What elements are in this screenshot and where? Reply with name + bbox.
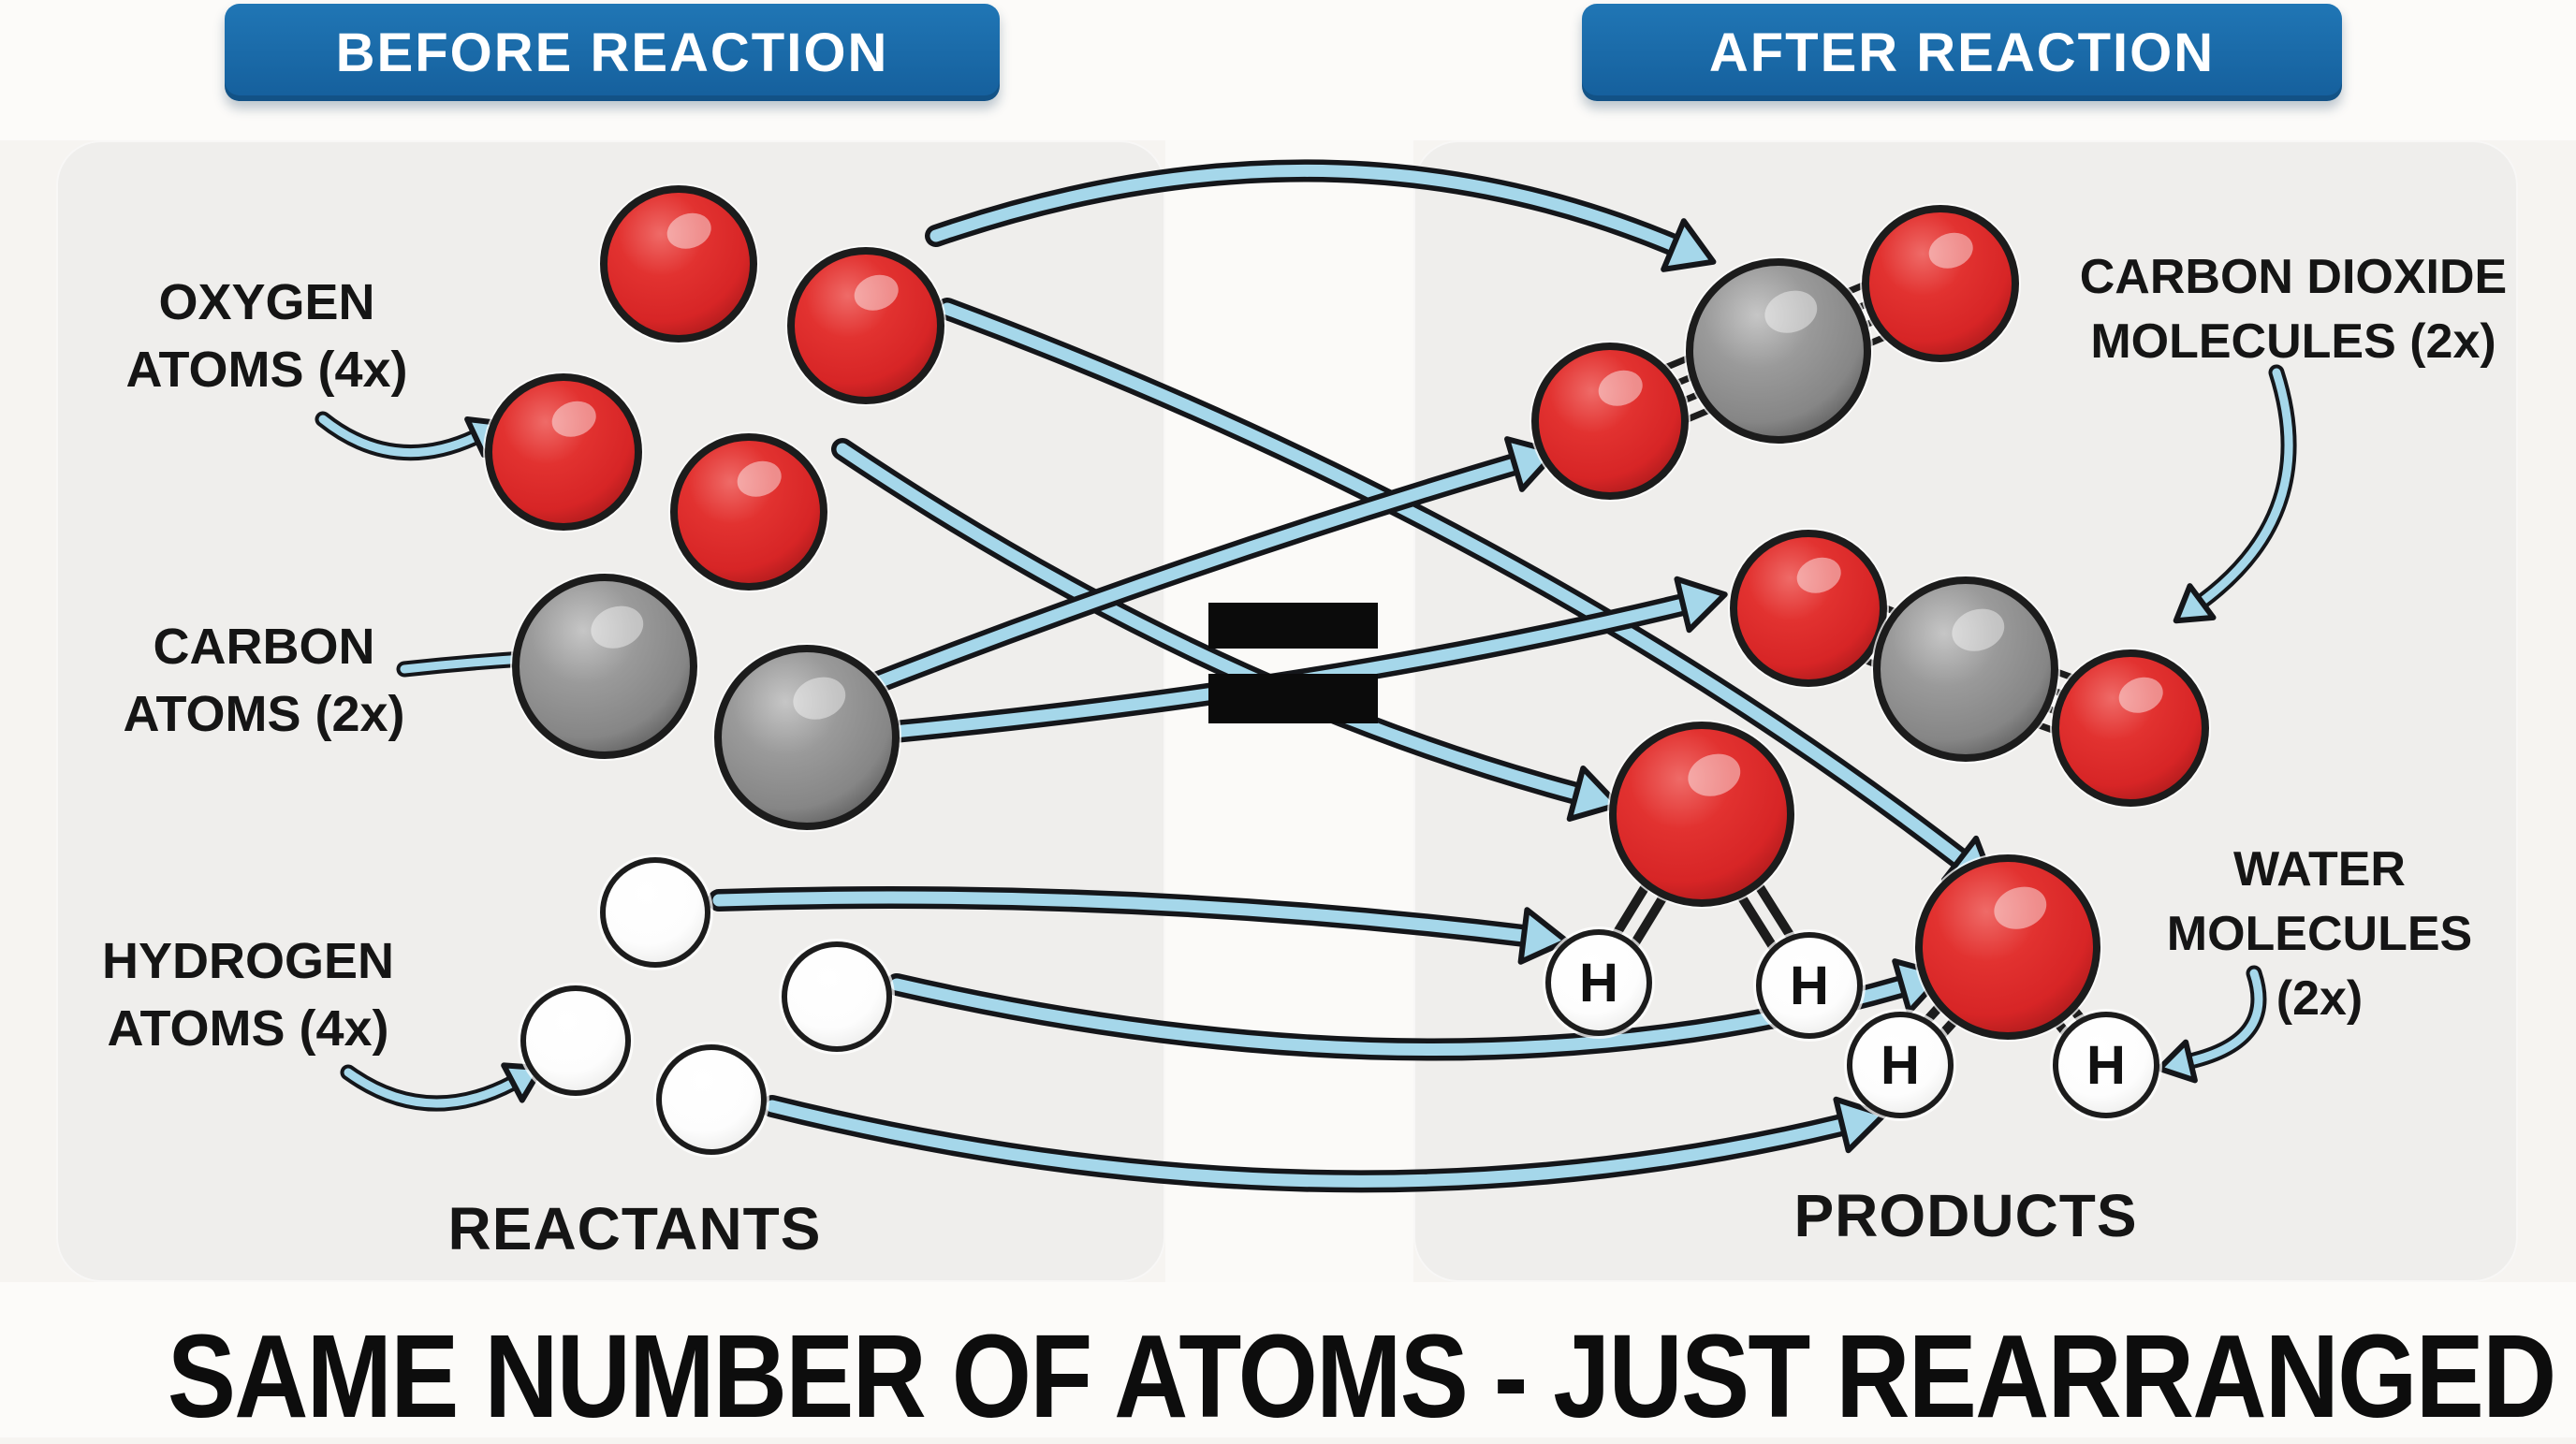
carbon-atoms-label-line2: ATOMS (2x): [123, 685, 405, 742]
oxygen-atom: [668, 431, 829, 592]
hydrogen-atoms-label-line2: ATOMS (4x): [107, 999, 389, 1057]
oxygen-atom: [1728, 528, 1889, 689]
water-molecules-label: WATER MOLECULES (2x): [2132, 838, 2507, 1031]
arrowhead-icon: [2156, 1039, 2198, 1084]
carbon-dioxide-label-line2: MOLECULES (2x): [2090, 314, 2496, 370]
carbon-atom: [1871, 575, 2060, 764]
oxygen-atoms-label: OXYGEN ATOMS (4x): [80, 270, 454, 404]
oxygen-atom: [1607, 720, 1796, 909]
carbon-dioxide-label-line1: CARBON DIOXIDE: [2079, 250, 2508, 304]
after-reaction-banner: AFTER REACTION: [1582, 4, 2342, 101]
before-reaction-title: BEFORE REACTION: [335, 22, 889, 83]
water-molecules-label-line1: WATER: [2233, 842, 2406, 897]
reactants-label: REACTANTS: [447, 1195, 822, 1262]
hydrogen-atom: H: [1543, 926, 1655, 1039]
carbon-dioxide-label: CARBON DIOXIDE MOLECULES (2x): [2031, 245, 2555, 374]
arrowhead-icon: [1661, 218, 1717, 272]
oxygen-atom: [1860, 203, 2021, 364]
pointer-arrow: [315, 411, 507, 461]
arrowhead-icon: [1517, 907, 1570, 965]
oxygen-atoms-label-line1: OXYGEN: [158, 274, 375, 330]
pointer-arrow: [340, 1062, 545, 1112]
hydrogen-symbol: H: [2086, 1035, 2126, 1096]
products-label: PRODUCTS: [1793, 1182, 2138, 1249]
oxygen-atom: [785, 245, 946, 406]
oxygen-atom: [2050, 648, 2211, 809]
flow-arrow: [831, 438, 1621, 823]
hydrogen-atom: [653, 1042, 769, 1158]
hydrogen-atom: [518, 983, 634, 1099]
equals-bar-bottom: [1208, 674, 1378, 723]
oxygen-atom: [1530, 341, 1690, 502]
water-molecules-label-line3: (2x): [2276, 971, 2364, 1027]
carbon-atom: [510, 572, 699, 761]
arrowhead-icon: [1566, 765, 1621, 823]
hydrogen-atom: [597, 854, 713, 970]
hydrogen-atom: H: [2050, 1009, 2162, 1121]
flow-arrow: [708, 886, 1570, 965]
oxygen-atom: [483, 372, 644, 532]
after-reaction-title: AFTER REACTION: [1708, 22, 2216, 83]
carbon-atom: [1684, 256, 1873, 445]
arrowhead-icon: [1674, 576, 1728, 634]
oxygen-atom: [1913, 853, 2102, 1042]
hydrogen-atoms-label: HYDROGEN ATOMS (4x): [61, 928, 435, 1063]
equals-bar-top: [1208, 603, 1378, 649]
hydrogen-symbol: H: [1881, 1035, 1920, 1096]
bottom-strip: [0, 1282, 2576, 1437]
hydrogen-atom: [779, 939, 895, 1055]
hydrogen-atoms-label-line1: HYDROGEN: [101, 933, 395, 989]
arrowhead-icon: [2173, 583, 2217, 624]
flow-arrow: [925, 159, 1717, 272]
pointer-arrow: [2173, 364, 2297, 624]
tagline: SAME NUMBER OF ATOMS - JUST REARRANGED: [167, 1310, 2556, 1442]
carbon-atoms-label: CARBON ATOMS (2x): [77, 614, 451, 749]
hydrogen-atom: H: [1753, 929, 1866, 1042]
flow-arrow: [836, 436, 1559, 706]
oxygen-atom: [598, 183, 759, 344]
water-molecules-label-line2: MOLECULES: [2166, 907, 2473, 962]
carbon-atom: [712, 643, 901, 832]
pointer-arrow: [2156, 965, 2267, 1084]
equals-icon: [1208, 603, 1378, 728]
hydrogen-symbol: H: [1790, 955, 1829, 1016]
oxygen-atoms-label-line2: ATOMS (4x): [125, 341, 408, 398]
hydrogen-symbol: H: [1579, 953, 1618, 1014]
before-reaction-banner: BEFORE REACTION: [225, 4, 1000, 101]
flow-arrow: [761, 1095, 1887, 1193]
carbon-atoms-label-line1: CARBON: [153, 619, 375, 675]
hydrogen-atom: H: [1844, 1009, 1956, 1121]
